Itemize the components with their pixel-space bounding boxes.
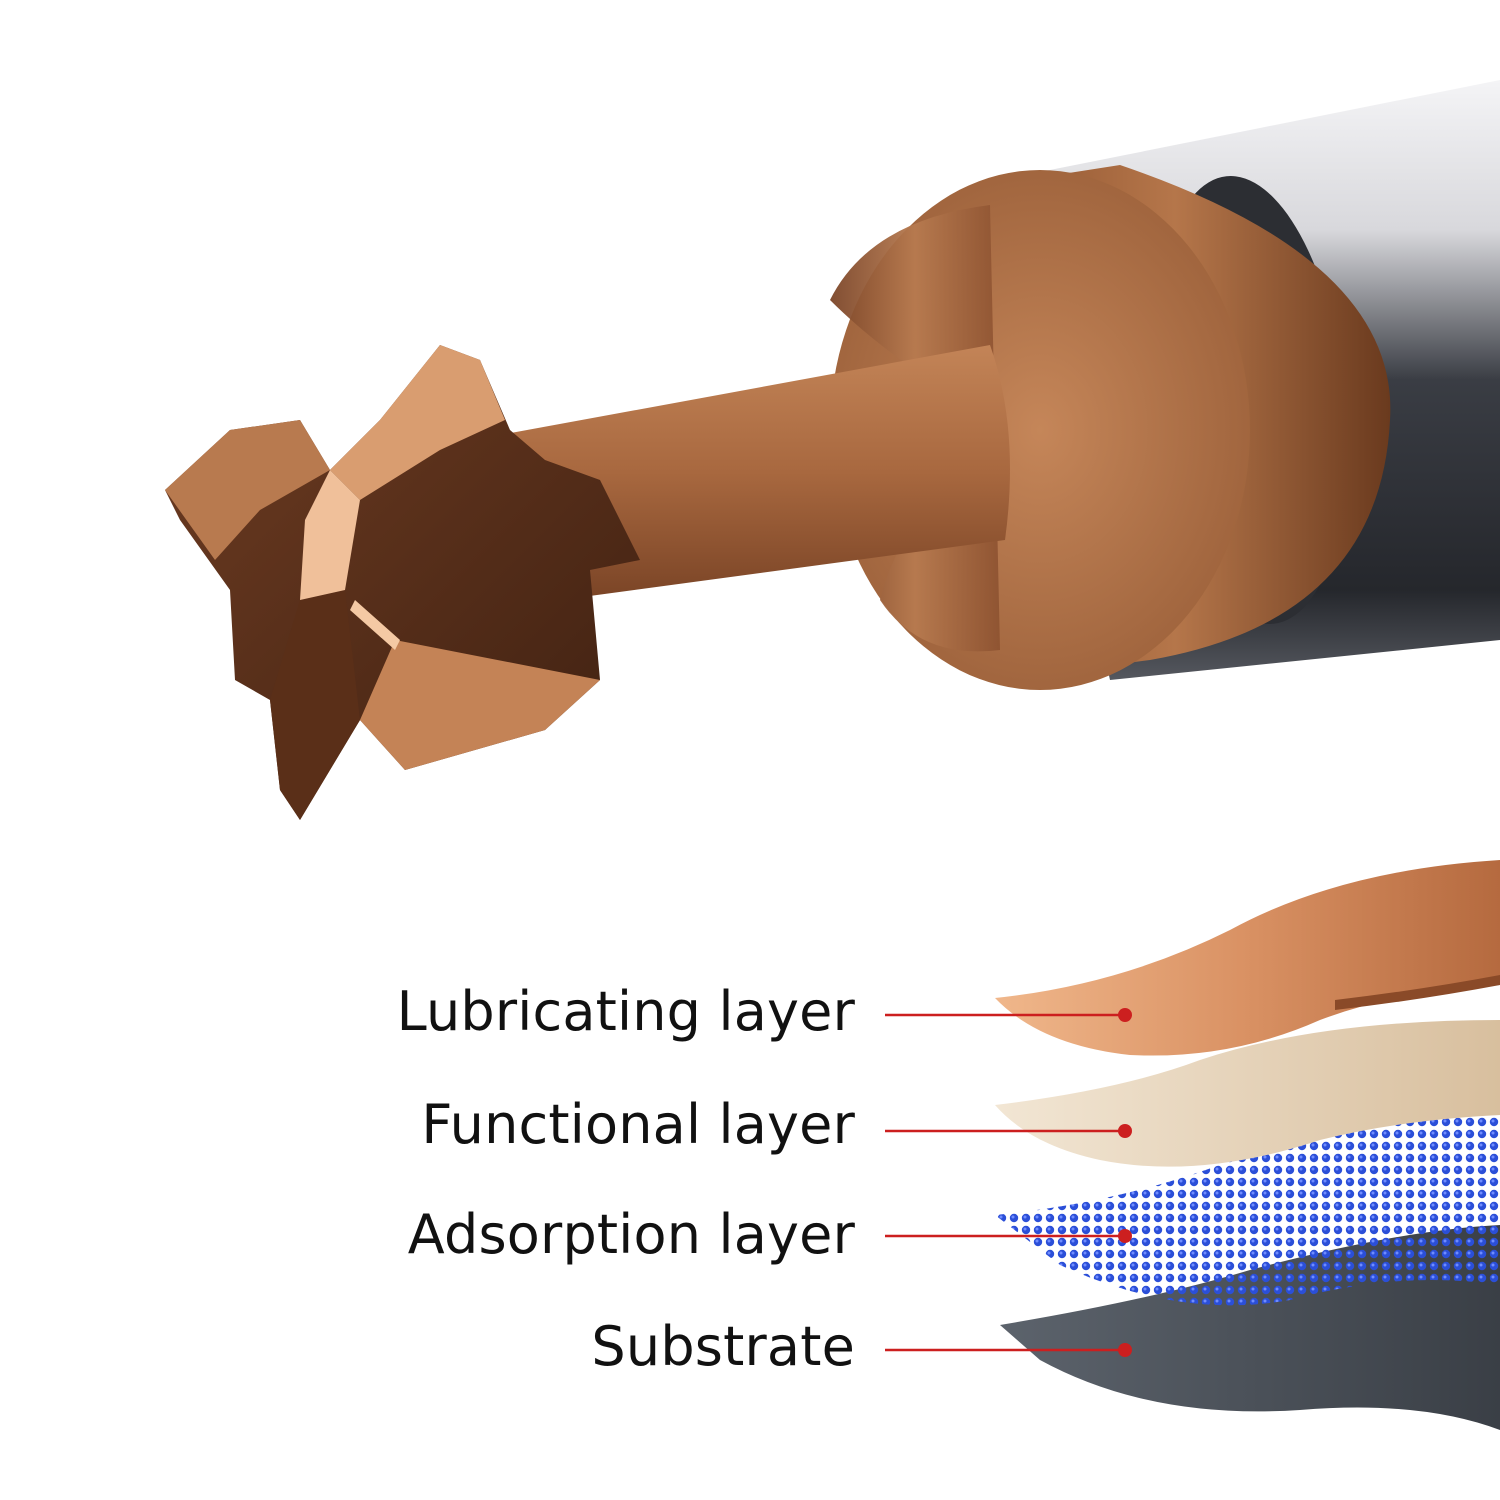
marker-substrate bbox=[1118, 1343, 1132, 1357]
label-adsorption-layer: Adsorption layer bbox=[407, 1203, 855, 1266]
marker-lubricating bbox=[1118, 1008, 1132, 1022]
adsorption-sheet bbox=[995, 1100, 1500, 1306]
leader-lines bbox=[885, 1008, 1132, 1357]
marker-functional bbox=[1118, 1124, 1132, 1138]
cutter-head bbox=[165, 345, 640, 820]
marker-adsorption bbox=[1118, 1229, 1132, 1243]
label-substrate: Substrate bbox=[591, 1315, 855, 1378]
coating-layers-diagram bbox=[995, 860, 1500, 1430]
lubricating-sheet bbox=[995, 860, 1500, 1056]
label-lubricating-layer: Lubricating layer bbox=[396, 980, 855, 1043]
label-functional-layer: Functional layer bbox=[421, 1093, 855, 1156]
